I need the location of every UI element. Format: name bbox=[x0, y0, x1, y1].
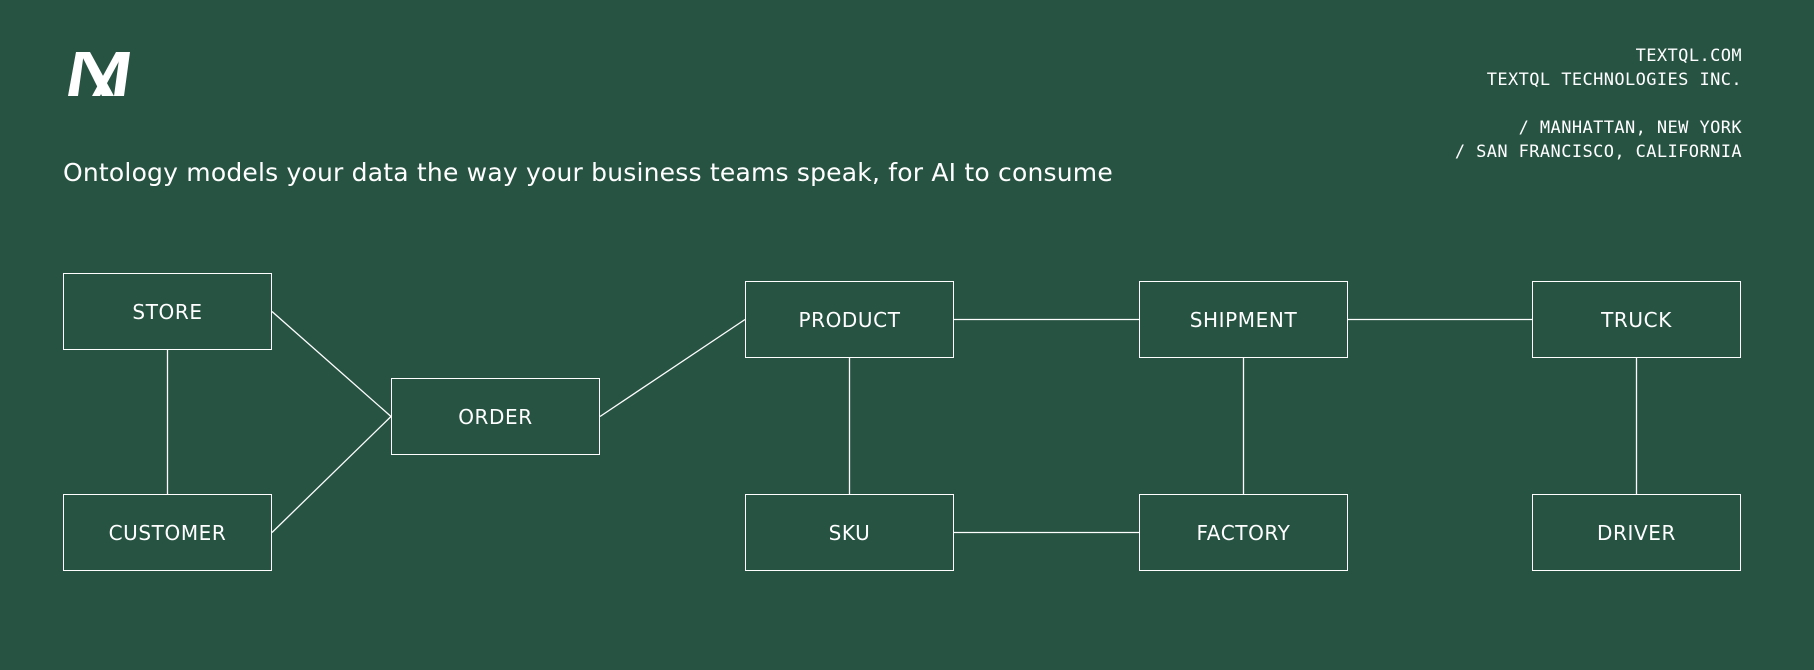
node-shipment: SHIPMENT bbox=[1139, 281, 1348, 358]
node-factory: FACTORY bbox=[1139, 494, 1348, 571]
company-website: TEXTQL.COM bbox=[1635, 46, 1742, 66]
company-info: TEXTQL.COM TEXTQL TECHNOLOGIES INC. / MA… bbox=[1455, 44, 1742, 164]
edge-order-product bbox=[599, 318, 746, 418]
node-truck: TRUCK bbox=[1532, 281, 1741, 358]
node-store: STORE bbox=[63, 273, 272, 350]
node-customer: CUSTOMER bbox=[63, 494, 272, 571]
node-product: PRODUCT bbox=[745, 281, 954, 358]
textql-logo-icon bbox=[68, 52, 130, 96]
node-driver: DRIVER bbox=[1532, 494, 1741, 571]
location-san-francisco: / SAN FRANCISCO, CALIFORNIA bbox=[1454, 142, 1742, 162]
company-name: TEXTQL TECHNOLOGIES INC. bbox=[1486, 70, 1742, 90]
location-manhattan: / MANHATTAN, NEW YORK bbox=[1518, 118, 1742, 138]
node-order: ORDER bbox=[391, 378, 600, 455]
edge-store-order bbox=[271, 311, 392, 417]
node-sku: SKU bbox=[745, 494, 954, 571]
headline: Ontology models your data the way your b… bbox=[63, 158, 1113, 187]
edge-customer-order bbox=[271, 416, 392, 533]
